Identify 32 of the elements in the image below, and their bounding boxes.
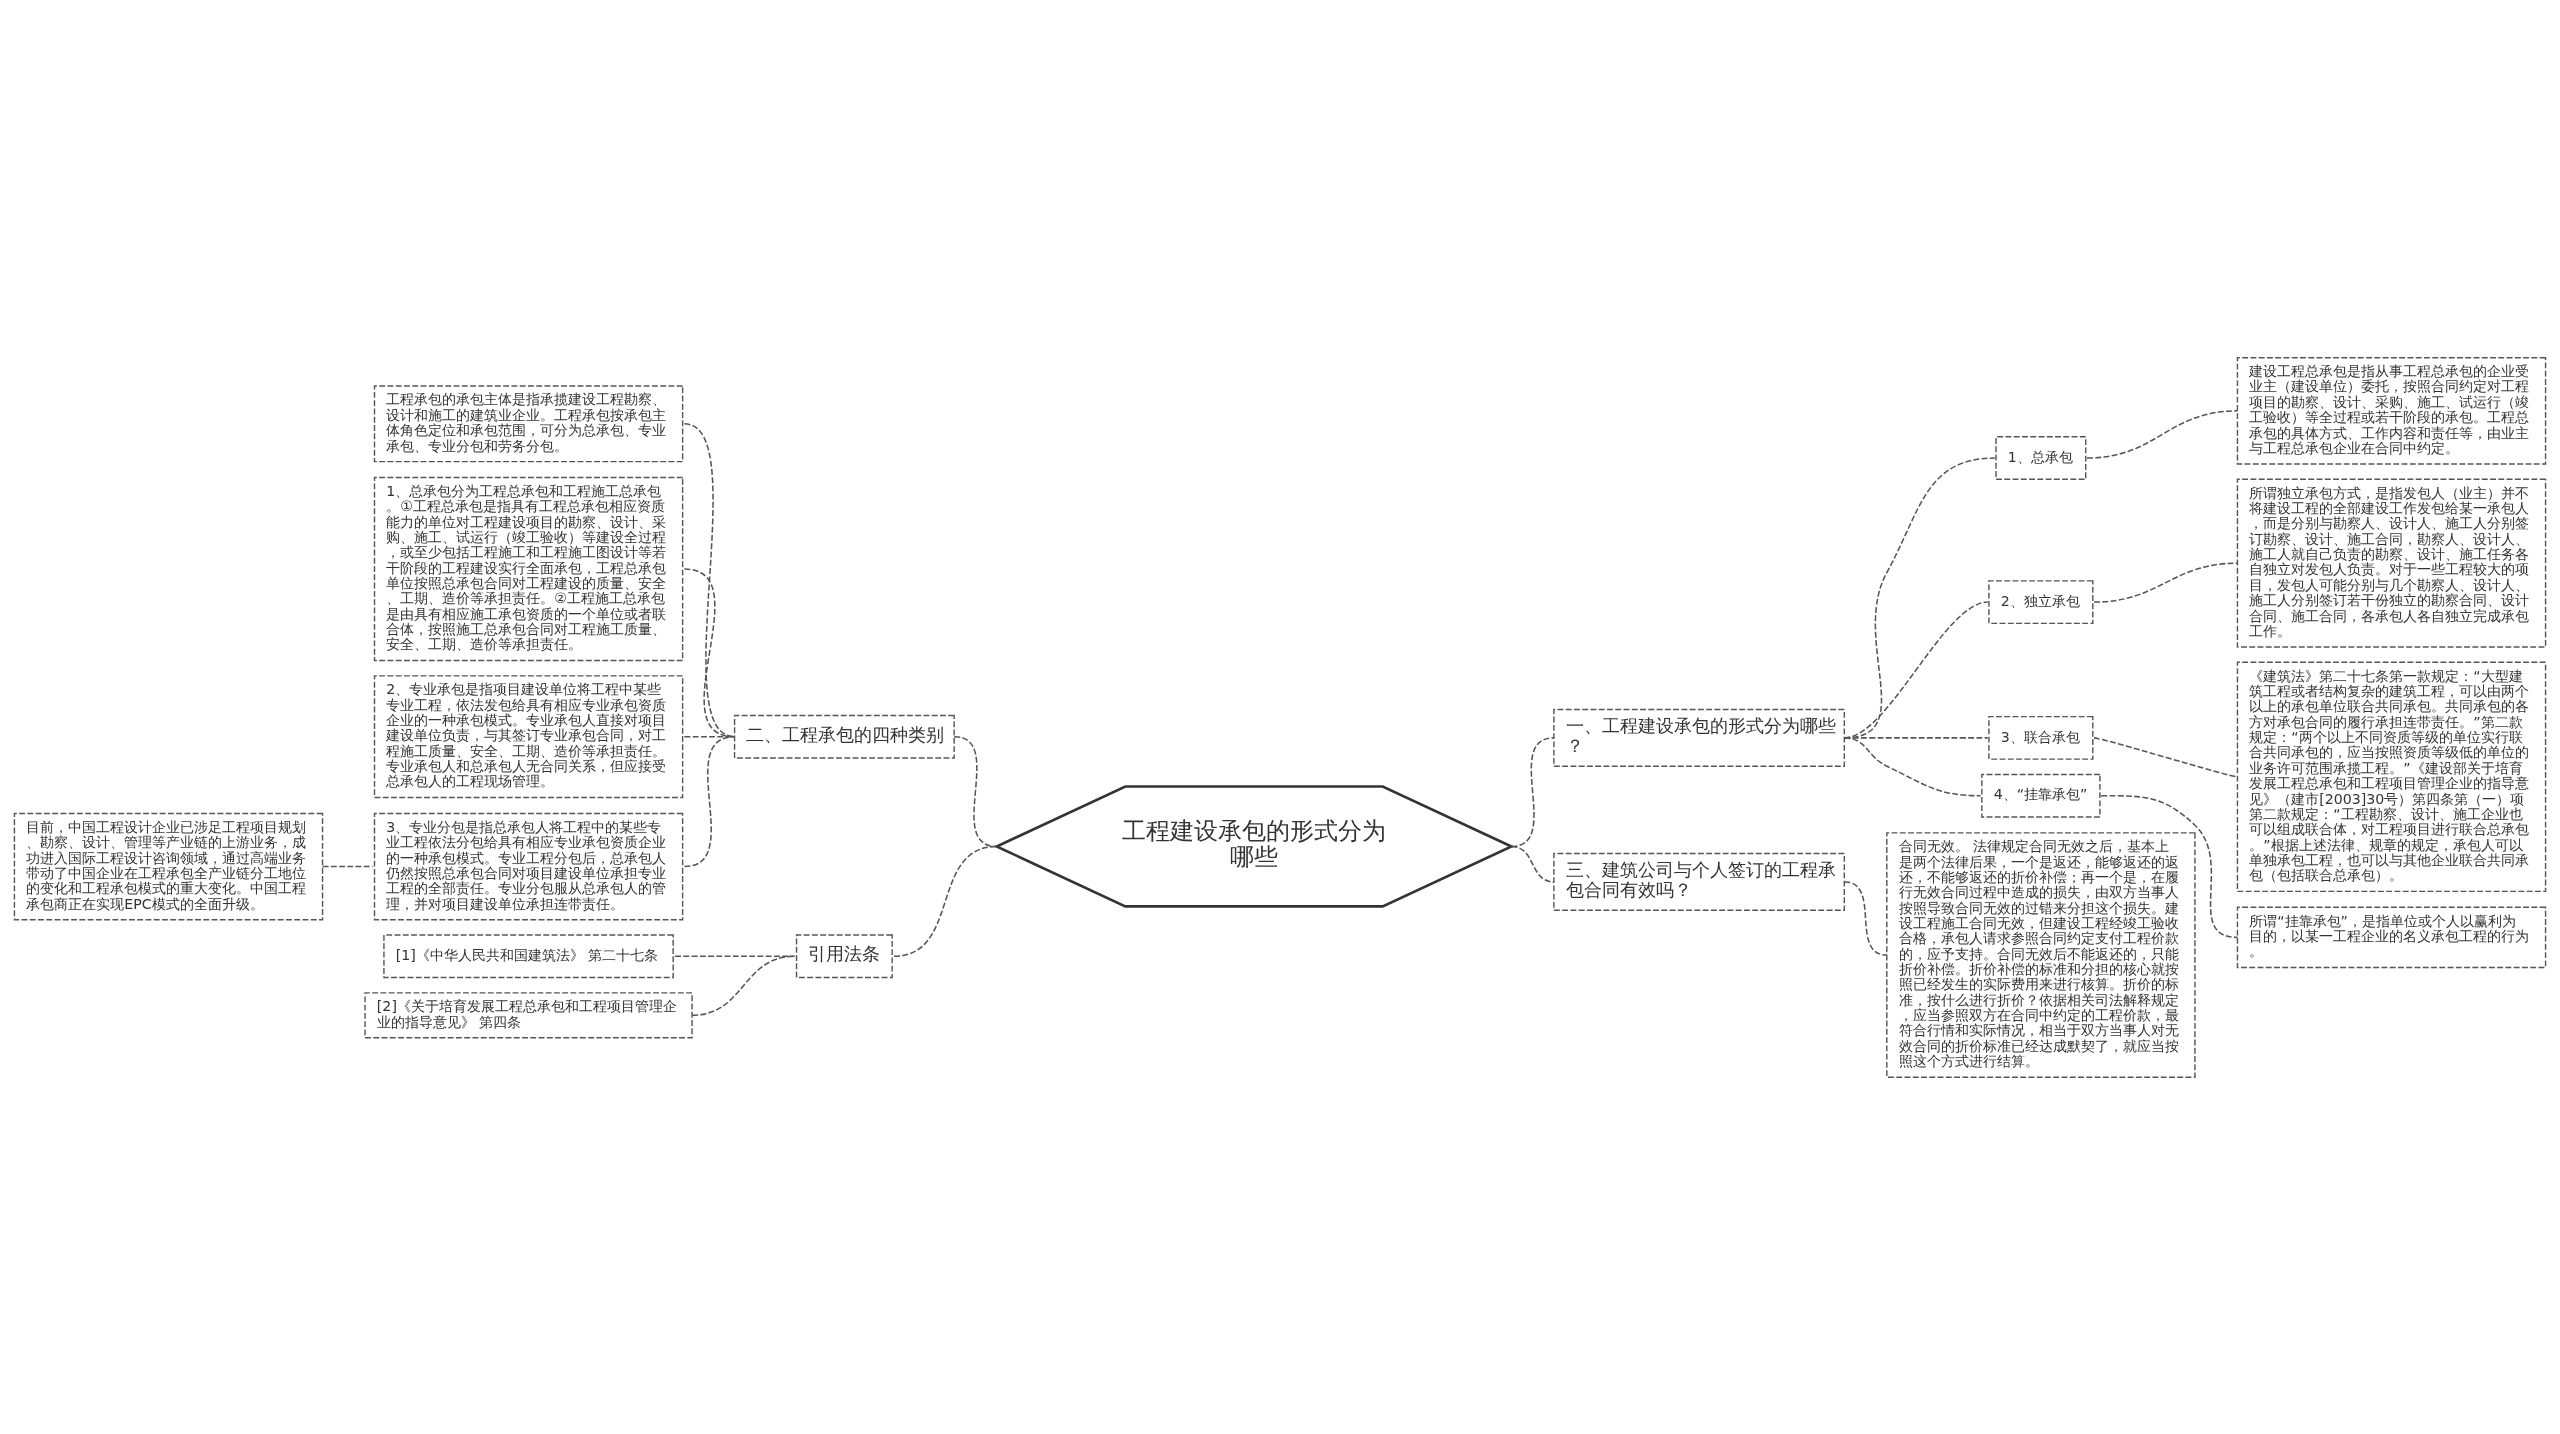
node-box: 合同无效。 法律规定合同无效之后，基本上是两个法律后果，一个是返还，能够返还的返还，不能够返还的折价补偿；再一个是，在履行无效合同过程中造成的损失，由双方当事人按照导致合同无效的过错来分担这个损失。建设工程施工合同无效，但建设工程经竣工验收合格，承包人请求参照合同约定支付工程价款的，应予支持。合同无效后不能返还的，只能折价补偿。折价补偿的标准和分担的核心就按照已经发生的实际费用来进行核算。折价的标准，按什么进行折价？依据相关司法解释规定，应当参照双方在合同中约定的工程价款，最符合行情和实际情况，相当于双方当事人对无效合同的折价标准已经达成默契了，就应当按照这个方式进行结算。 <box>1886 831 2196 1078</box>
connector <box>683 735 736 867</box>
node-box: 一、工程建设承包的形式分为哪些？ <box>1553 708 1846 767</box>
node-box: 建设工程总承包是指从事工程总承包的企业受业主（建设单位）委托，按照合同约定对工程项目的勘察、设计、采购、施工、试运行（竣工验收）等全过程或若干阶段的承包。工程总承包的具体方式、工作内容和责任等，由业主与工程总承包企业在合同中约定。 <box>2236 356 2547 465</box>
node-box: 所谓“挂靠承包”，是指单位或个人以赢利为目的，以某一工程企业的名义承包工程的行为。 <box>2236 906 2547 968</box>
node-box: 引用法条 <box>795 933 893 978</box>
node-box: 《建筑法》第二十七条第一款规定：“大型建筑工程或者结构复杂的建筑工程，可以由两个以上的承包单位联合共同承包。共同承包的各方对承包合同的履行承担连带责任。”第二款规定：“两个以上不同资质等级的单位实行联合共同承包的，应当按照资质等级低的单位的业务许可范围承揽工程。”《建设部关于培育发展工程总承包和工程项目管理企业的指导意见》（建市[2003]30号）第四条第（一）项第二款规定：“工程勘察、设计、施工企业也可以组成联合体，对工程项目进行联合总承包。”根据上述法律、规章的规定，承包人可以单独承包工程，也可以与其他企业联合共同承包（包括联合总承包）。 <box>2236 661 2547 892</box>
node-box: 3、联合承包 <box>1988 715 2094 760</box>
connector <box>2086 409 2239 459</box>
node-box: 二、工程承包的四种类别 <box>733 714 955 759</box>
node-box: 3、专业分包是指总承包人将工程中的某些专业工程依法分包给具有相应专业承包资质企业的一种承包模式。专业工程分包后，总承包人仍然按照总承包合同对项目建设单位承担专业工程的全部责任。专业分包服从总承包人的管理，并对项目建设单位承担连带责任。 <box>373 812 684 920</box>
connector <box>691 955 796 1016</box>
node-box: 2、独立承包 <box>1988 579 2094 624</box>
node-box: [1]《中华人民共和国建筑法》 第二十七条 <box>383 933 674 978</box>
connector <box>2100 794 2239 938</box>
connector <box>893 845 998 957</box>
connector <box>1510 845 1555 883</box>
connector <box>1843 880 1888 956</box>
node-box: [2]《关于培育发展工程总承包和工程项目管理企业的指导意见》 第四条 <box>364 991 693 1038</box>
connector <box>953 735 998 847</box>
connector <box>674 955 796 957</box>
connector <box>2093 561 2239 603</box>
node-box: 工程承包的承包主体是指承揽建设工程勘察、设计和施工的建筑业企业。工程承包按承包主体角色定位和承包范围，可分为总承包、专业承包、专业分包和劳务分包。 <box>373 384 684 462</box>
node-box: 1、总承包分为工程总承包和工程施工总承包。①工程总承包是指具有工程总承包相应资质能力的单位对工程建设项目的勘察、设计、采购、施工、试运行（竣工验收）等建设全过程，或至少包括工程施工和工程施工图设计等若干阶段的工程建设实行全面承包，工程总承包单位按照总承包合同对工程建设的质量、安全、工期、造价等承担责任。②工程施工总承包是由具有相应施工承包资质的一个单位或者联合体，按照施工总承包合同对工程施工质量、安全、工期、造价等承担责任。 <box>373 476 684 661</box>
node-box: 1、总承包 <box>1995 435 2087 480</box>
node-box: 所谓独立承包方式，是指发包人（业主）并不将建设工程的全部建设工作发包给某一承包人，而是分别与勘察人、设计人、施工人分别签订勘察、设计、施工合同，勘察人、设计人、施工人就自己负责的勘察、设计、施工任务各自独立对发包人负责。对于一些工程较大的项目，发包人可能分别与几个勘察人、设计人、施工人分别签订若干份独立的勘察合同、设计合同、施工合同，各承包人各自独立完成承包工作。 <box>2236 478 2547 648</box>
node-box: 2、专业承包是指项目建设单位将工程中某些专业工程，依法发包给具有相应专业承包资质企业的一种承包模式。专业承包人直接对项目建设单位负责，与其签订专业承包合同，对工程施工质量、安全、工期、造价等承担责任。专业承包人和总承包人无合同关系，但应接受总承包人的工程现场管理。 <box>373 674 684 798</box>
connector <box>321 865 374 867</box>
node-box: 目前，中国工程设计企业已涉足工程项目规划、勘察、设计、管理等产业链的上游业务，成功进入国际工程设计咨询领域，通过高端业务带动了中国企业在工程承包全产业链分工地位的变化和工程承包模式的重大变化。中国工程承包商正在实现EPC模式的全面升级。 <box>13 812 324 920</box>
connector <box>1843 736 1982 796</box>
node-box: 三、建筑公司与个人签订的工程承包合同有效吗？ <box>1553 852 1846 911</box>
node-box: 4、“挂靠承包” <box>1981 773 2101 818</box>
